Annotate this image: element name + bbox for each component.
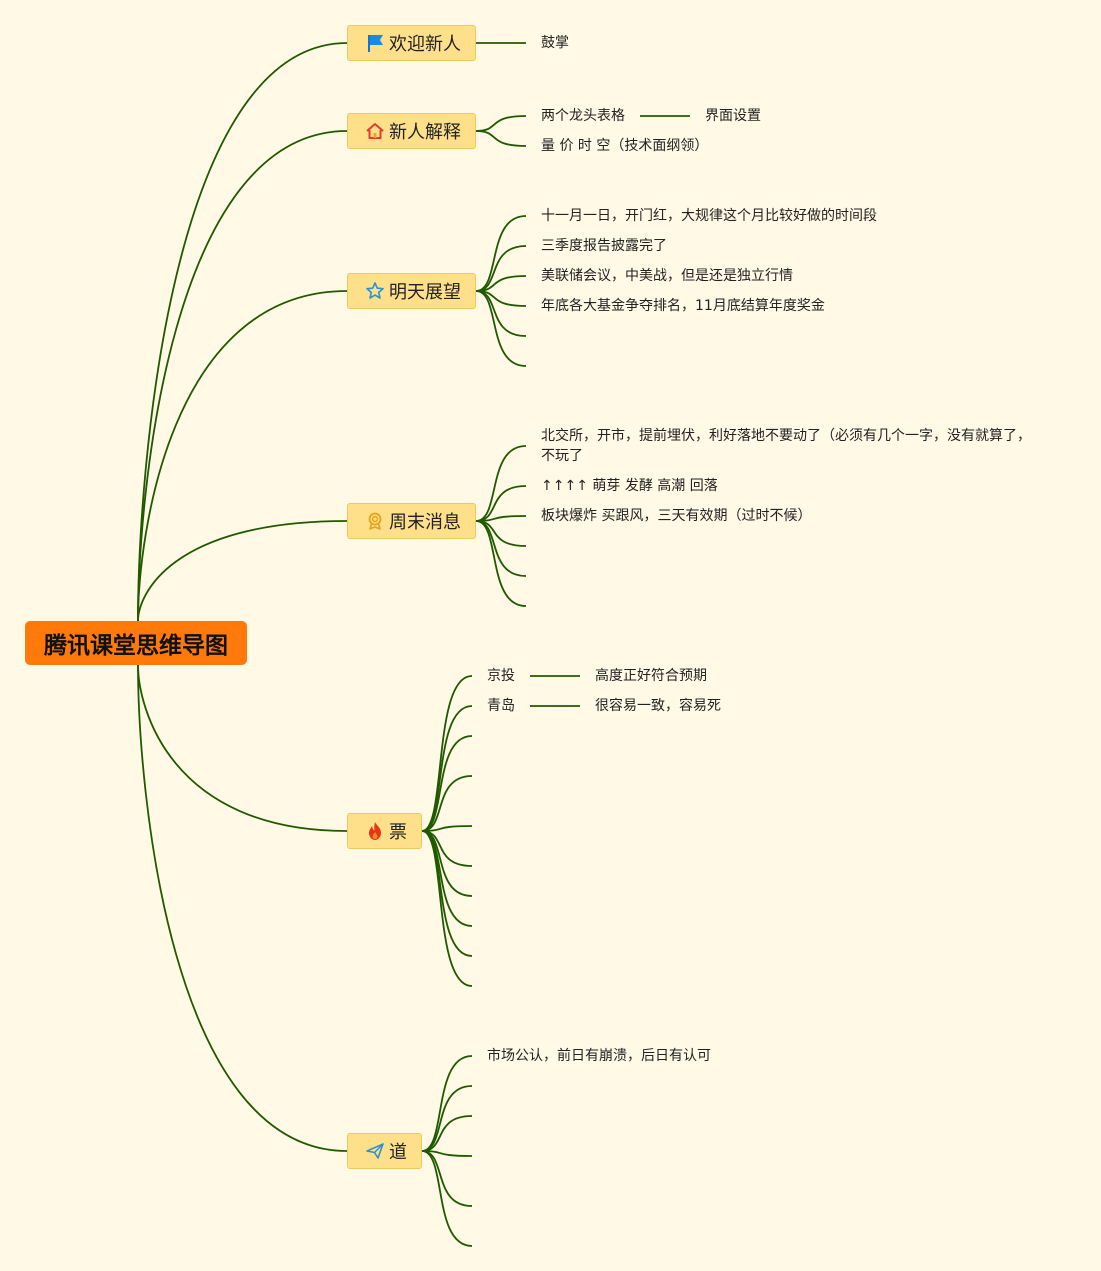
- branch-link-2-0: [475, 215, 527, 292]
- root-link-1: [137, 130, 348, 622]
- star-icon: [366, 282, 384, 299]
- leaf-news-2[interactable]: ↑↑↑↑ 萌芽 发酵 高潮 回落: [541, 478, 718, 494]
- award-icon: [368, 512, 382, 530]
- branch-link-5-0: [421, 1055, 473, 1152]
- branch-label: 周末消息: [389, 512, 461, 533]
- branch-link-5-3: [421, 1150, 473, 1157]
- branch-link-2-5: [475, 290, 527, 367]
- branch-label: 新人解释: [389, 122, 461, 143]
- branch-welcome[interactable]: 欢迎新人: [347, 25, 476, 61]
- leaf-outlook-3[interactable]: 美联储会议，中美战，但是还是独立行情: [541, 268, 793, 284]
- branch-link-4-8: [421, 830, 473, 957]
- branch-link-5-2: [421, 1115, 473, 1152]
- root-link-5: [137, 664, 348, 1152]
- fire-icon: [369, 822, 381, 840]
- leaf-news-3[interactable]: 板块爆炸 买跟风，三天有效期（过时不候）: [541, 508, 812, 524]
- leaf-volume-price-time-space[interactable]: 量 价 时 空（技术面纲领）: [541, 138, 709, 154]
- branch-link-3-1: [475, 485, 527, 522]
- branch-link-1-1: [475, 130, 527, 147]
- branch-link-1-0: [475, 115, 527, 132]
- leaf-interface-settings[interactable]: 界面设置: [705, 108, 761, 124]
- root-link-2: [137, 290, 348, 622]
- branch-link-4-9: [421, 830, 473, 987]
- branch-link-2-1: [475, 245, 527, 292]
- branch-link-5-1: [421, 1085, 473, 1152]
- leaf-jingtou[interactable]: 京投: [487, 668, 515, 684]
- branch-stocks[interactable]: 票: [347, 813, 422, 849]
- branch-weekend-news[interactable]: 周末消息: [347, 503, 476, 539]
- leaf-qingdao-note[interactable]: 很容易一致，容易死: [595, 698, 721, 714]
- root-link-3: [137, 520, 348, 622]
- branch-dao[interactable]: 道: [347, 1133, 422, 1169]
- leaf-news-1[interactable]: 北交所，开市，提前埋伏，利好落地不要动了（必须有几个一字，没有就算了，不玩了: [541, 428, 1031, 464]
- leaf-outlook-2[interactable]: 三季度报告披露完了: [541, 238, 667, 254]
- branch-link-4-4: [421, 825, 473, 832]
- flag-icon: [368, 35, 383, 52]
- branch-label: 道: [389, 1142, 407, 1163]
- leaf-outlook-1[interactable]: 十一月一日，开门红，大规律这个月比较好做的时间段: [541, 208, 877, 224]
- branch-label: 票: [389, 822, 407, 843]
- branch-explain[interactable]: 新人解释: [347, 113, 476, 149]
- leaf-jingtou-note[interactable]: 高度正好符合预期: [595, 668, 707, 684]
- branch-link-4-3: [421, 775, 473, 832]
- leaf-applause[interactable]: 鼓掌: [541, 35, 569, 51]
- branch-label: 明天展望: [389, 282, 461, 303]
- send-icon: [366, 1143, 384, 1159]
- branch-link-2-4: [475, 290, 527, 337]
- branch-link-3-5: [475, 520, 527, 607]
- branch-label: 欢迎新人: [389, 34, 461, 55]
- root-node[interactable]: 腾讯课堂思维导图: [25, 621, 247, 665]
- branch-link-4-1: [421, 705, 473, 832]
- leaf-dao-1[interactable]: 市场公认，前日有崩溃，后日有认可: [487, 1048, 711, 1064]
- root-link-4: [137, 664, 348, 832]
- branch-link-5-5: [421, 1150, 473, 1247]
- branch-link-3-0: [475, 445, 527, 522]
- root-title: 腾讯课堂思维导图: [44, 633, 228, 659]
- branch-link-4-0: [421, 675, 473, 832]
- branch-link-3-4: [475, 520, 527, 577]
- branch-link-5-4: [421, 1150, 473, 1207]
- leaf-qingdao[interactable]: 青岛: [487, 698, 515, 714]
- home-icon: [366, 123, 384, 139]
- leaf-two-leader-tables[interactable]: 两个龙头表格: [541, 108, 625, 124]
- leaf-outlook-4[interactable]: 年底各大基金争夺排名，11月底结算年度奖金: [541, 298, 825, 314]
- branch-outlook[interactable]: 明天展望: [347, 273, 476, 309]
- branch-link-4-6: [421, 830, 473, 897]
- root-link-0: [137, 42, 348, 622]
- branch-link-4-2: [421, 735, 473, 832]
